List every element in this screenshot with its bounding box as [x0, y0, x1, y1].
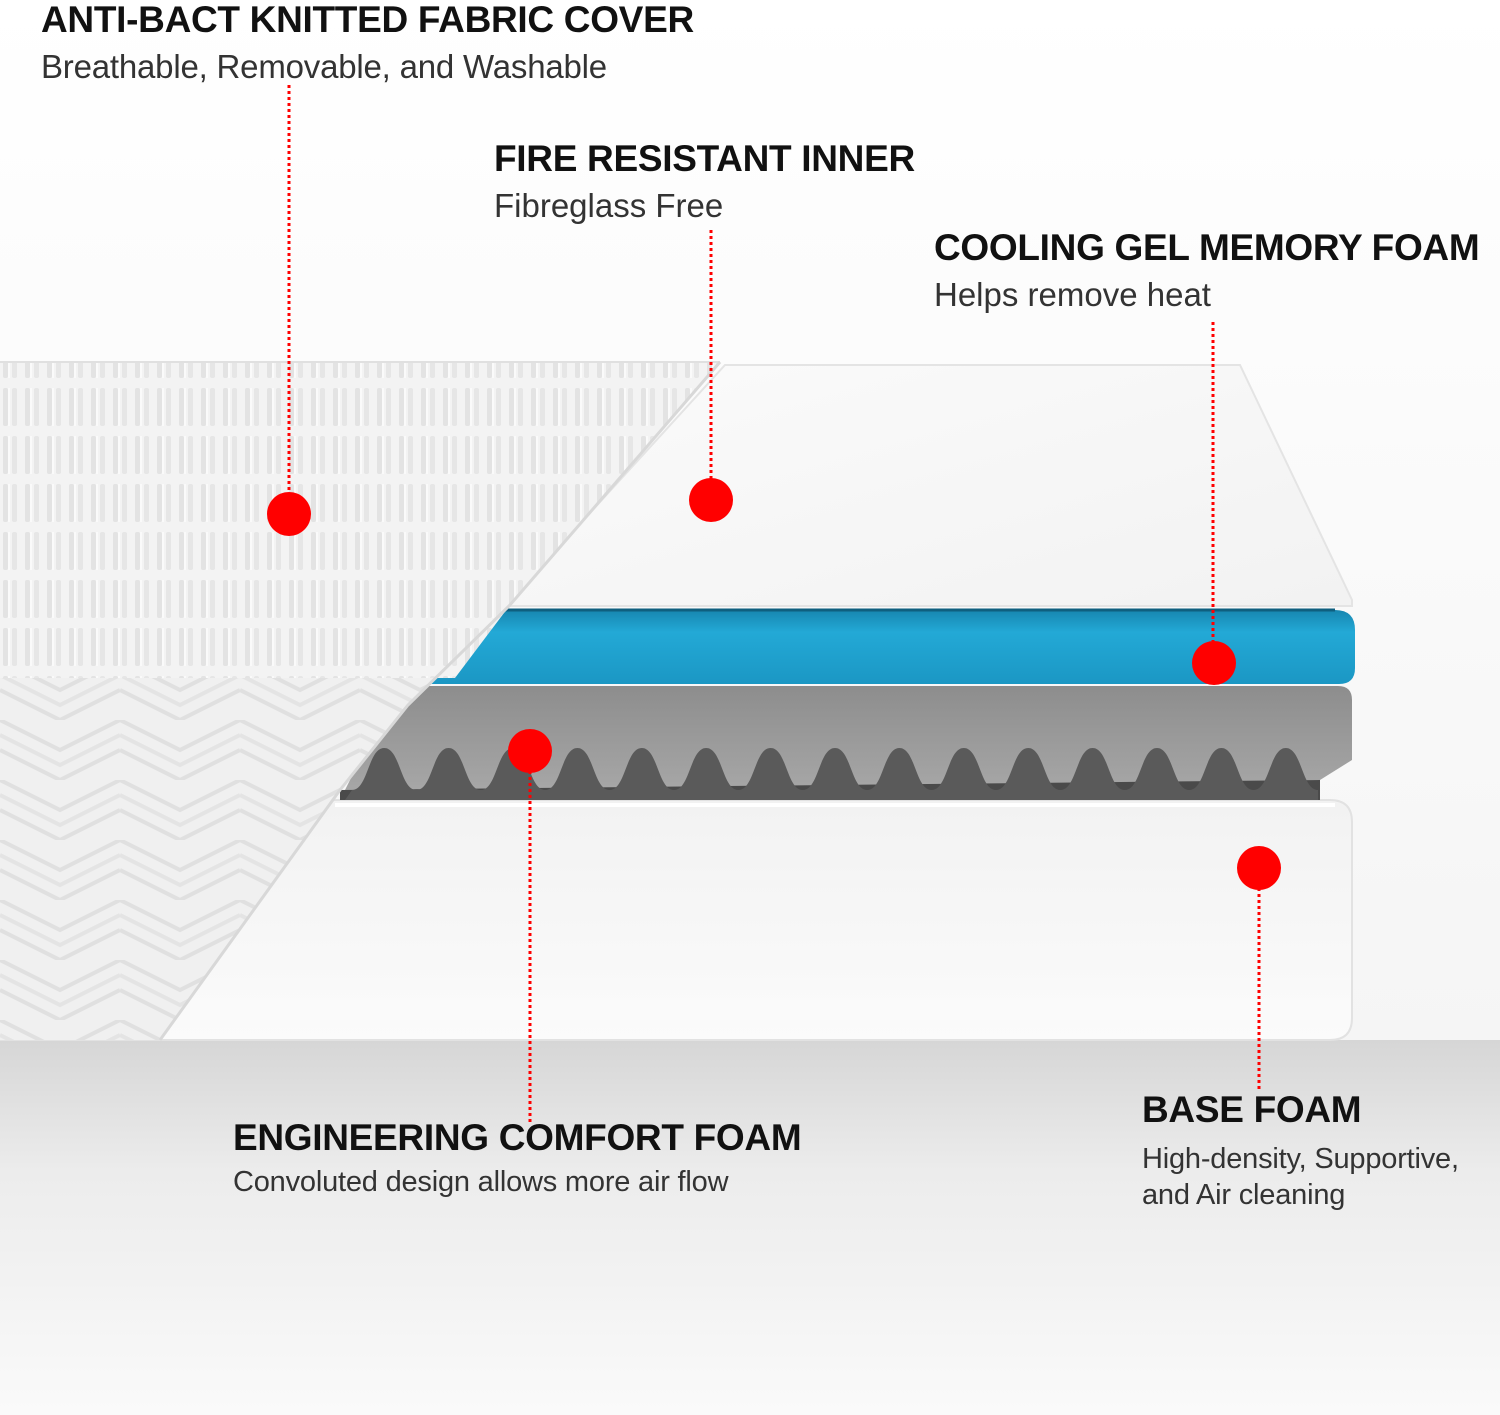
label-cover-title: ANTI-BACT KNITTED FABRIC COVER [41, 0, 694, 41]
label-base-subtitle-line2: and Air cleaning [1142, 1177, 1459, 1213]
label-cover-subtitle: Breathable, Removable, and Washable [41, 49, 694, 85]
label-base: BASE FOAM High-density, Supportive, and … [1142, 1090, 1459, 1213]
label-base-title: BASE FOAM [1142, 1090, 1459, 1131]
label-comfort-subtitle: Convoluted design allows more air flow [233, 1167, 801, 1199]
label-gel-title: COOLING GEL MEMORY FOAM [934, 228, 1479, 269]
marker-base [1237, 846, 1281, 890]
label-inner-title: FIRE RESISTANT INNER [494, 139, 915, 180]
label-comfort-title: ENGINEERING COMFORT FOAM [233, 1118, 801, 1159]
comfort-foam-layer [340, 686, 1352, 800]
label-cover: ANTI-BACT KNITTED FABRIC COVER Breathabl… [41, 0, 694, 85]
marker-comfort [508, 729, 552, 773]
label-gel-subtitle: Helps remove heat [934, 277, 1479, 313]
marker-gel [1192, 641, 1236, 685]
marker-cover [267, 492, 311, 536]
label-comfort: ENGINEERING COMFORT FOAM Convoluted desi… [233, 1118, 801, 1199]
label-inner: FIRE RESISTANT INNER Fibreglass Free [494, 139, 915, 224]
label-gel: COOLING GEL MEMORY FOAM Helps remove hea… [934, 228, 1479, 313]
label-inner-subtitle: Fibreglass Free [494, 188, 915, 224]
marker-inner [689, 478, 733, 522]
label-base-subtitle-line1: High-density, Supportive, [1142, 1141, 1459, 1177]
